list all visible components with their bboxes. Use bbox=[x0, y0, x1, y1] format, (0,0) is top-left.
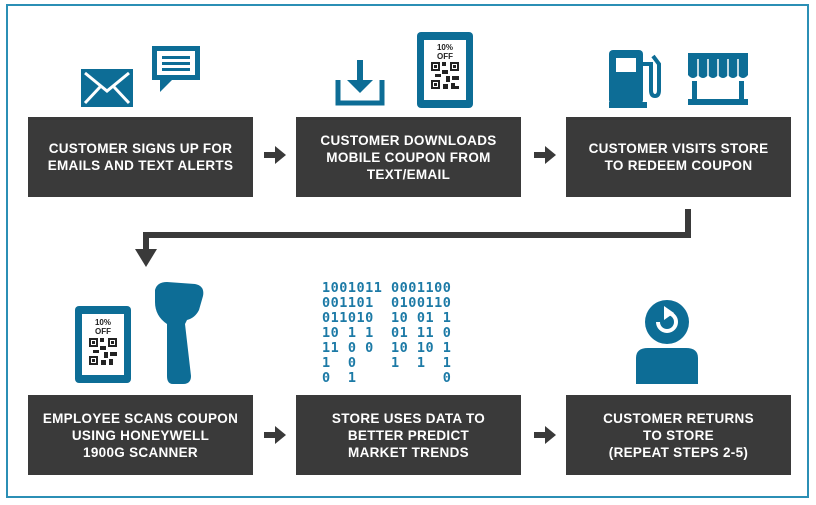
step-2-download-coupon: CUSTOMER DOWNLOADS MOBILE COUPON FROM TE… bbox=[296, 117, 521, 197]
envelope-icon bbox=[81, 69, 133, 107]
fuel-pump-icon bbox=[609, 50, 661, 108]
step-4-scan-coupon: EMPLOYEE SCANS COUPON USING HONEYWELL 19… bbox=[28, 395, 253, 475]
phone-coupon-icon: 10% OFF bbox=[417, 32, 473, 108]
arrow-connector-down bbox=[135, 209, 691, 267]
coupon-percent: 10% bbox=[436, 43, 453, 52]
arrow-right-3 bbox=[264, 426, 286, 444]
coupon-off: OFF bbox=[437, 52, 453, 61]
coupon-percent-2: 10% bbox=[94, 318, 111, 327]
returning-customer-icon bbox=[636, 300, 698, 384]
arrow-right-2 bbox=[534, 146, 556, 164]
step-3-visit-store: CUSTOMER VISITS STORE TO REDEEM COUPON bbox=[566, 117, 791, 197]
arrow-right-4 bbox=[534, 426, 556, 444]
diagram-frame bbox=[6, 4, 809, 498]
binary-data-icon: 1001011 0001100 001101 0100110 011010 10… bbox=[322, 280, 452, 386]
storefront-icon bbox=[688, 53, 748, 105]
phone-coupon-icon-2: 10% OFF bbox=[75, 306, 131, 383]
coupon-off-2: OFF bbox=[95, 327, 111, 336]
download-icon bbox=[335, 60, 385, 106]
barcode-scanner-icon bbox=[155, 282, 204, 384]
step-1-signup: CUSTOMER SIGNS UP FOR EMAILS AND TEXT AL… bbox=[28, 117, 253, 197]
chat-bubble-icon bbox=[152, 46, 200, 92]
arrow-right-1 bbox=[264, 146, 286, 164]
step-6-customer-returns: CUSTOMER RETURNS TO STORE (REPEAT STEPS … bbox=[566, 395, 791, 475]
step-5-use-data: STORE USES DATA TO BETTER PREDICT MARKET… bbox=[296, 395, 521, 475]
